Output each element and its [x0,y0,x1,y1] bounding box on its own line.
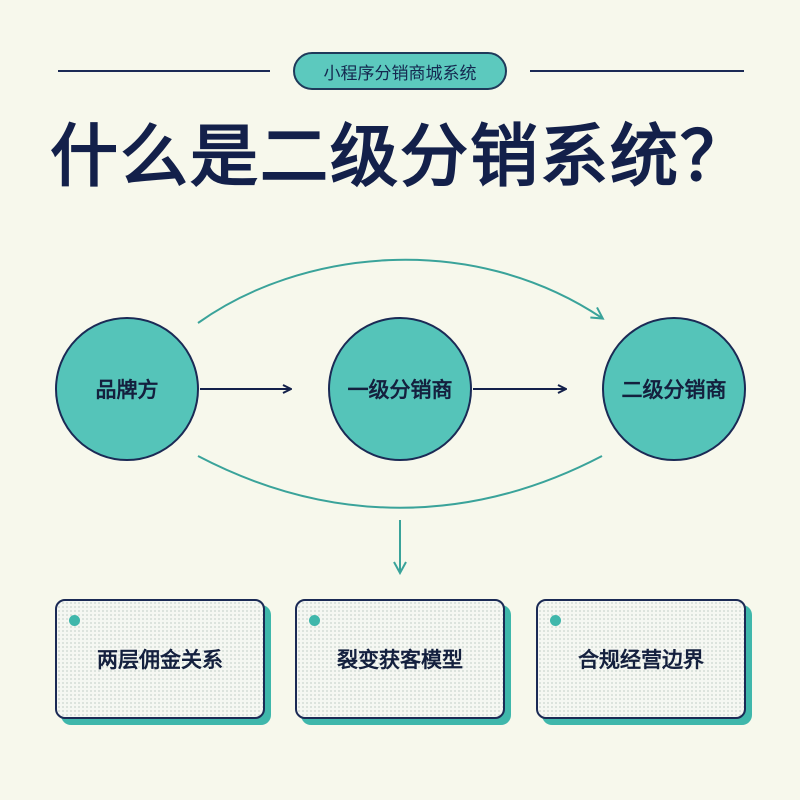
node-level2-distributor: 二级分销商 [602,317,746,461]
category-tag: 小程序分销商城系统 [293,52,507,90]
node-level2-label: 二级分销商 [621,378,727,402]
card-compliance-label: 合规经营边界 [578,648,704,672]
category-tag-label: 小程序分销商城系统 [323,63,477,84]
top-arc-arrow [197,258,602,324]
card-compliance: 合规经营边界 [536,599,746,719]
header-line-right [530,70,744,72]
card-dot [69,615,80,626]
card-growth: 裂变获客模型 [295,599,505,719]
node-level1-label: 一级分销商 [347,378,453,402]
header-line-left [58,70,270,72]
card-growth-label: 裂变获客模型 [337,648,463,672]
node-level1-distributor: 一级分销商 [328,317,472,461]
card-dot [309,615,320,626]
node-brand: 品牌方 [55,317,199,461]
bottom-arc [197,455,603,509]
card-dot [550,615,561,626]
node-brand-label: 品牌方 [95,378,159,402]
card-commission-label: 两层佣金关系 [97,648,223,672]
page-title: 什么是二级分销系统？ [49,118,750,197]
card-commission: 两层佣金关系 [55,599,265,719]
